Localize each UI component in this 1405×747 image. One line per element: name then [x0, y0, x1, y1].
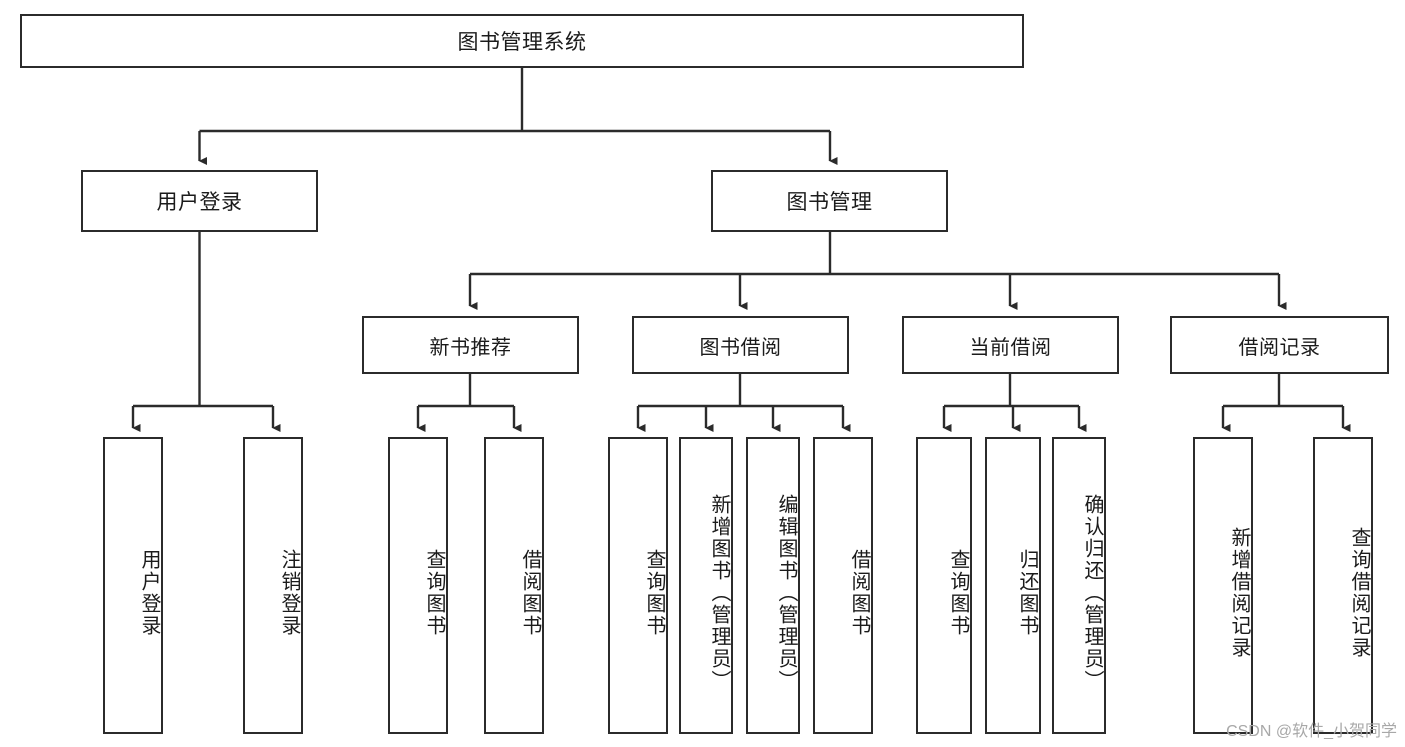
node-book-borrow[interactable]: 图书借阅 — [632, 316, 849, 374]
node-leaf-query-book-1[interactable]: 查询图书 — [388, 437, 448, 734]
node-leaf-add-record-label: 新增借阅记录 — [1228, 526, 1250, 659]
node-leaf-confirm-return[interactable]: 确认归还（管理员） — [1052, 437, 1106, 734]
node-leaf-query-book-1-label: 查询图书 — [423, 548, 445, 637]
node-leaf-user-logout-label: 注销登录 — [278, 548, 300, 637]
node-root-label: 图书管理系统 — [457, 31, 587, 54]
node-leaf-query-book-2-label: 查询图书 — [643, 548, 665, 637]
node-leaf-edit-book[interactable]: 编辑图书（管理员） — [746, 437, 800, 734]
node-book-borrow-label: 图书借阅 — [699, 336, 782, 359]
node-current-borrow-label: 当前借阅 — [969, 336, 1052, 359]
node-borrow-record-label: 借阅记录 — [1238, 336, 1321, 359]
node-leaf-query-record-label: 查询借阅记录 — [1348, 526, 1370, 659]
node-book-manage[interactable]: 图书管理 — [711, 170, 948, 232]
node-leaf-return-book-label: 归还图书 — [1016, 548, 1038, 637]
node-leaf-add-book-label: 新增图书（管理员） — [708, 493, 730, 692]
node-leaf-user-login[interactable]: 用户登录 — [103, 437, 163, 734]
node-borrow-record[interactable]: 借阅记录 — [1170, 316, 1389, 374]
node-leaf-borrow-book-1[interactable]: 借阅图书 — [484, 437, 544, 734]
node-leaf-return-book[interactable]: 归还图书 — [985, 437, 1041, 734]
node-leaf-confirm-return-label: 确认归还（管理员） — [1081, 493, 1103, 692]
node-leaf-borrow-book-1-label: 借阅图书 — [519, 548, 541, 637]
node-new-book-rec-label: 新书推荐 — [429, 336, 512, 359]
node-leaf-query-book-3-label: 查询图书 — [947, 548, 969, 637]
node-leaf-add-record[interactable]: 新增借阅记录 — [1193, 437, 1253, 734]
node-leaf-edit-book-label: 编辑图书（管理员） — [775, 493, 797, 692]
node-leaf-query-record[interactable]: 查询借阅记录 — [1313, 437, 1373, 734]
node-root[interactable]: 图书管理系统 — [20, 14, 1024, 68]
node-leaf-borrow-book-2[interactable]: 借阅图书 — [813, 437, 873, 734]
node-new-book-rec[interactable]: 新书推荐 — [362, 316, 579, 374]
node-user-login[interactable]: 用户登录 — [81, 170, 318, 232]
node-user-login-label: 用户登录 — [156, 191, 243, 214]
node-leaf-query-book-2[interactable]: 查询图书 — [608, 437, 668, 734]
node-leaf-query-book-3[interactable]: 查询图书 — [916, 437, 972, 734]
node-leaf-user-login-label: 用户登录 — [138, 548, 160, 637]
node-current-borrow[interactable]: 当前借阅 — [902, 316, 1119, 374]
node-book-manage-label: 图书管理 — [786, 191, 873, 214]
node-leaf-user-logout[interactable]: 注销登录 — [243, 437, 303, 734]
node-leaf-add-book[interactable]: 新增图书（管理员） — [679, 437, 733, 734]
node-leaf-borrow-book-2-label: 借阅图书 — [848, 548, 870, 637]
